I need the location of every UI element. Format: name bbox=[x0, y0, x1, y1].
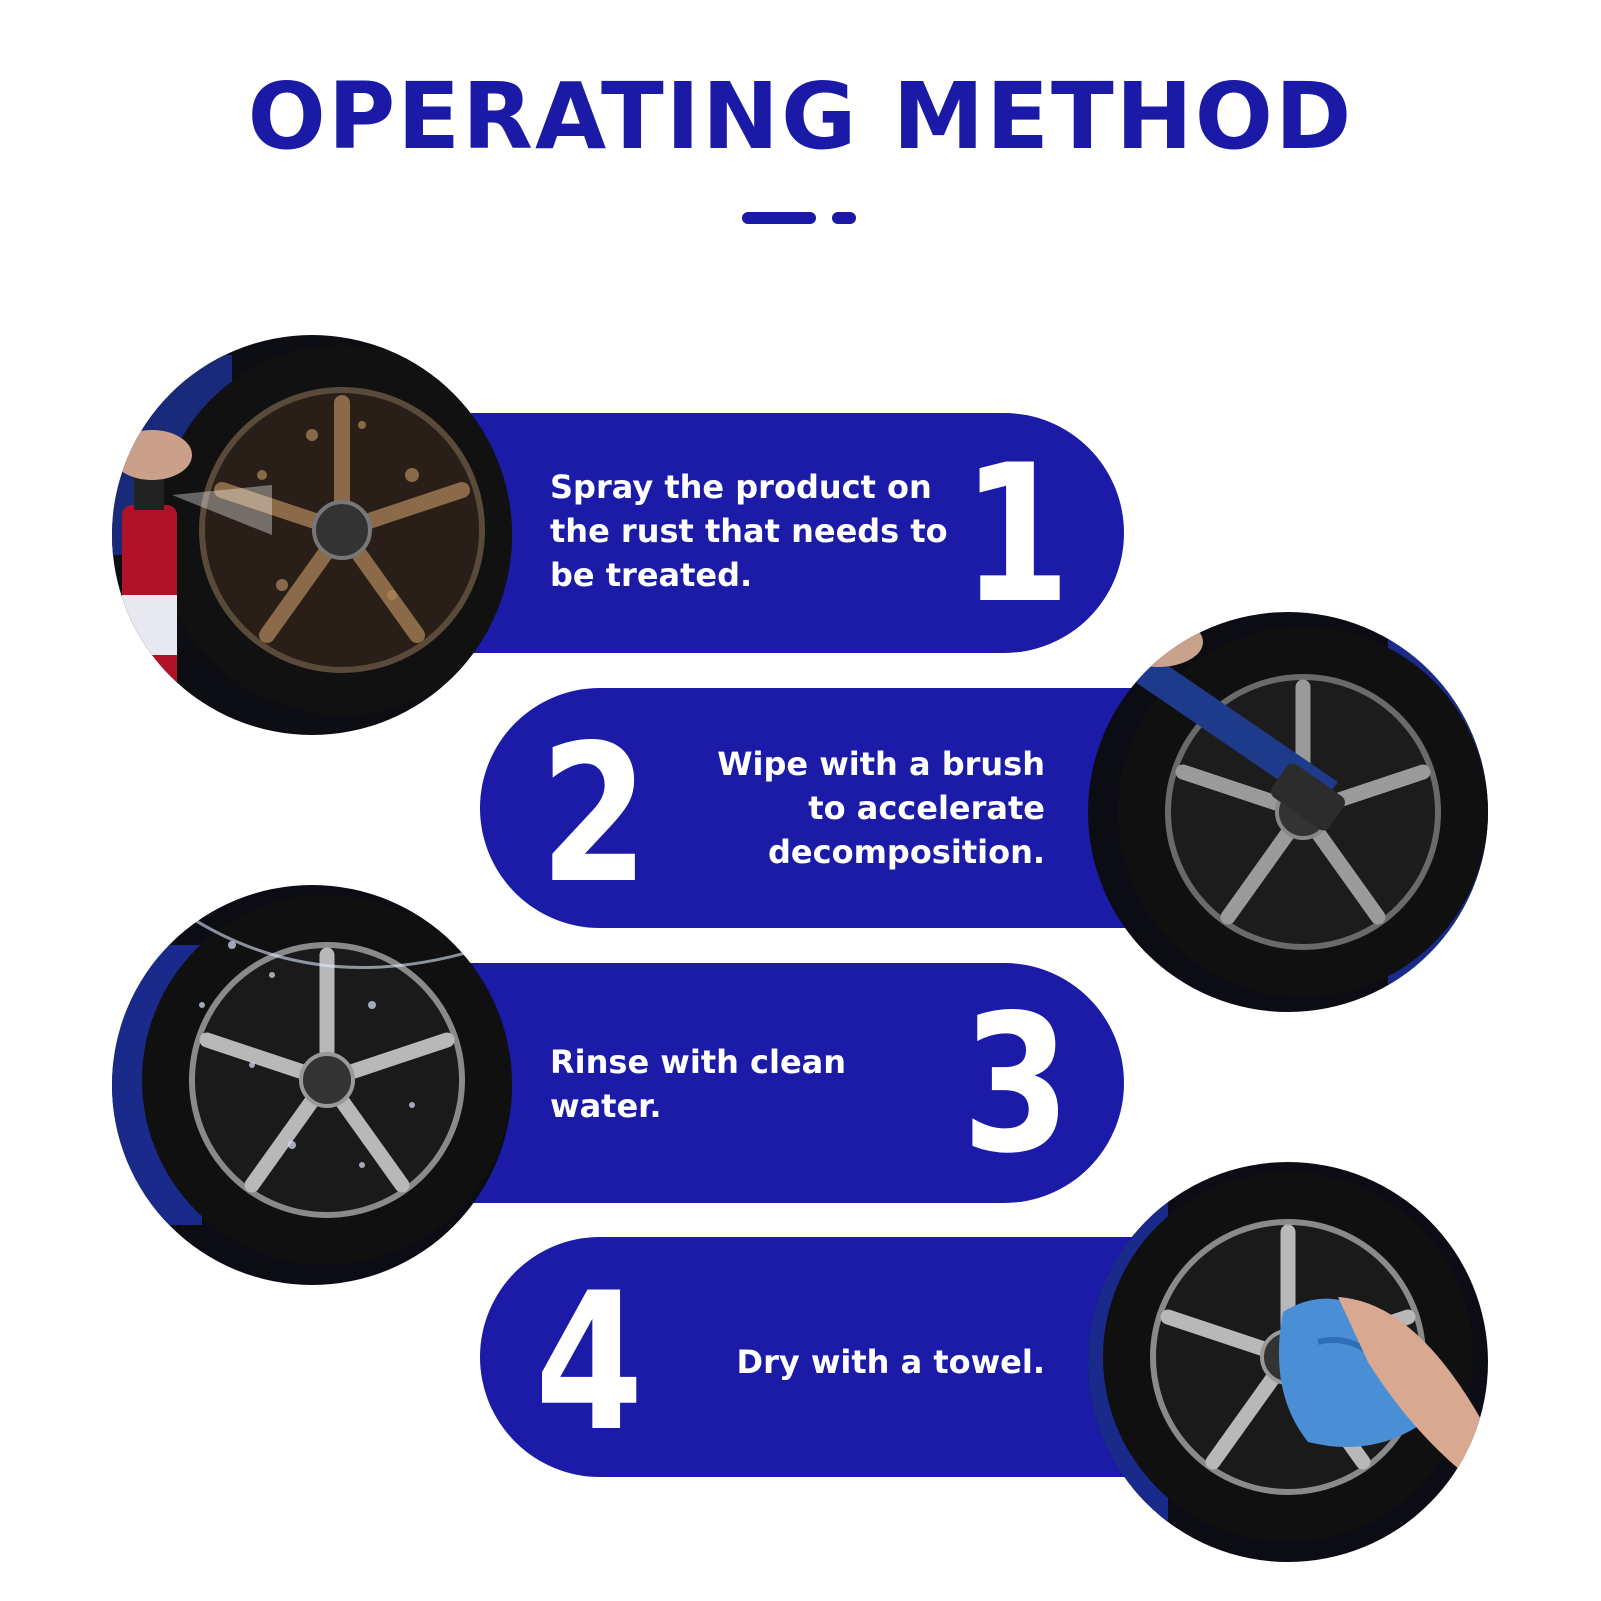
step-2-number: 2 bbox=[540, 704, 649, 925]
page-title: OPERATING METHOD bbox=[247, 63, 1354, 170]
step-2-text: Wipe with a brush to accelerate decompos… bbox=[717, 745, 1045, 871]
step-1-number: 1 bbox=[962, 424, 1071, 645]
brush-on-wheel-icon bbox=[1088, 612, 1488, 1012]
title-underline-dash bbox=[742, 212, 816, 224]
step-4-number: 4 bbox=[535, 1252, 644, 1473]
title-underline-dot bbox=[832, 212, 856, 224]
spray-on-rusty-wheel-icon bbox=[112, 335, 512, 735]
step-1-text: Spray the product on the rust that needs… bbox=[550, 468, 948, 594]
water-rinse-wheel-icon bbox=[112, 885, 512, 1285]
step-3-number: 3 bbox=[962, 974, 1071, 1195]
towel-on-wheel-icon bbox=[1088, 1162, 1488, 1562]
step-4-text: Dry with a towel. bbox=[736, 1343, 1046, 1381]
step-3-text: Rinse with clean water. bbox=[550, 1043, 847, 1125]
